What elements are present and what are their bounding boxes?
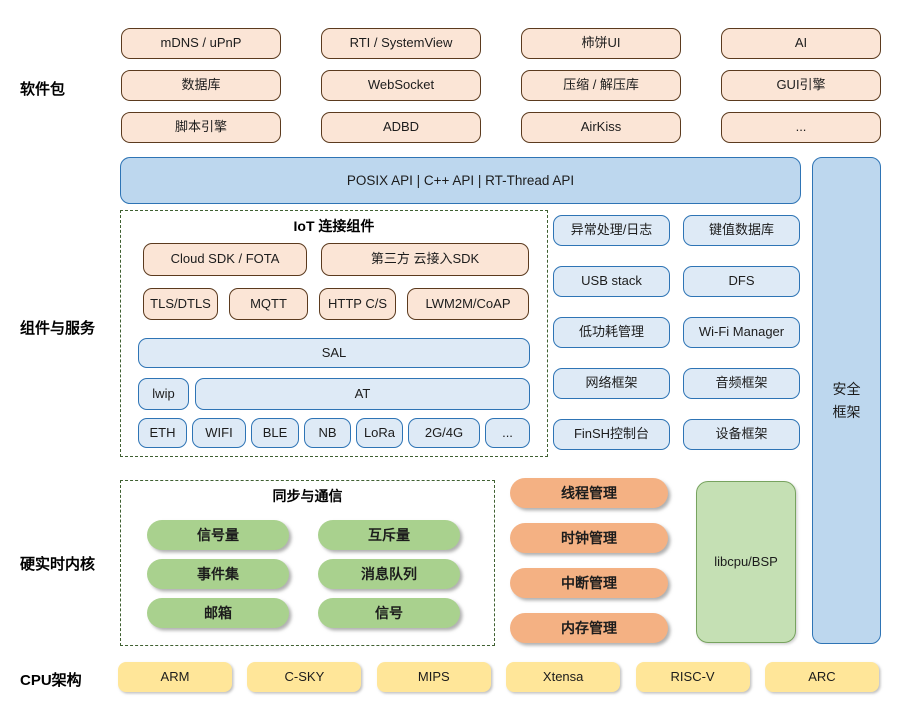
- box-event-set: 事件集: [147, 559, 289, 589]
- box-clock-mgmt: 时钟管理: [510, 523, 668, 553]
- box-finsh-console: FinSH控制台: [553, 419, 670, 450]
- box-semaphore: 信号量: [147, 520, 289, 550]
- box-lwm2m-coap: LWM2M/CoAP: [407, 288, 529, 320]
- sync-group-title: 同步与通信: [272, 488, 343, 504]
- box-mips: MIPS: [376, 662, 491, 692]
- box-2g4g: 2G/4G: [408, 418, 480, 448]
- box-audio-framework: 音频框架: [683, 368, 800, 399]
- box-script-engine: 脚本引擎: [121, 112, 281, 143]
- iot-row-sal: SAL: [138, 338, 530, 368]
- box-sal: SAL: [138, 338, 530, 368]
- box-kv-database: 键值数据库: [683, 215, 800, 246]
- box-wifi-manager: Wi-Fi Manager: [683, 317, 800, 348]
- box-nb: NB: [304, 418, 351, 448]
- software-packages-row: mDNS / uPnP RTI / SystemView 柿饼UI AI: [121, 28, 881, 59]
- box-mdns-upnp: mDNS / uPnP: [121, 28, 281, 59]
- box-ai: AI: [721, 28, 881, 59]
- box-csky: C-SKY: [247, 662, 362, 692]
- box-cloud-sdk-fota: Cloud SDK / FOTA: [143, 243, 307, 276]
- iot-row-protocols: TLS/DTLS MQTT HTTP C/S LWM2M/CoAP: [143, 288, 529, 320]
- box-more-packages: ...: [721, 112, 881, 143]
- box-websocket: WebSocket: [321, 70, 481, 101]
- cpu-arch-group: ARM C-SKY MIPS Xtensa RISC-V ARC: [118, 662, 879, 692]
- box-airkiss: AirKiss: [521, 112, 681, 143]
- software-packages-group: mDNS / uPnP RTI / SystemView 柿饼UI AI 数据库…: [121, 28, 881, 154]
- box-arc: ARC: [764, 662, 879, 692]
- iot-row-stacks: lwip AT: [138, 378, 530, 410]
- box-xtensa: Xtensa: [506, 662, 621, 692]
- box-gui-engine: GUI引擎: [721, 70, 881, 101]
- section-label-components-services: 组件与服务: [20, 320, 96, 337]
- box-third-party-sdk: 第三方 云接入SDK: [321, 243, 529, 276]
- box-more-links: ...: [485, 418, 530, 448]
- box-interrupt-mgmt: 中断管理: [510, 568, 668, 598]
- iot-connect-group: IoT 连接组件 Cloud SDK / FOTA 第三方 云接入SDK TLS…: [120, 210, 548, 457]
- box-mutex: 互斥量: [318, 520, 460, 550]
- sync-ipc-grid: 信号量 互斥量 事件集 消息队列 邮箱 信号: [147, 520, 460, 628]
- api-bar: POSIX API | C++ API | RT-Thread API: [120, 157, 801, 204]
- security-framework-bar: 安全 框架: [812, 157, 881, 644]
- box-memory-mgmt: 内存管理: [510, 613, 668, 643]
- services-group: 异常处理/日志 键值数据库 USB stack DFS 低功耗管理 Wi-Fi …: [553, 215, 800, 450]
- box-http-cs: HTTP C/S: [319, 288, 396, 320]
- box-adbd: ADBD: [321, 112, 481, 143]
- box-persimmon-ui: 柿饼UI: [521, 28, 681, 59]
- box-libcpu-bsp: libcpu/BSP: [696, 481, 796, 643]
- software-packages-row: 数据库 WebSocket 压缩 / 解压库 GUI引擎: [121, 70, 881, 101]
- section-label-software-packages: 软件包: [20, 81, 66, 98]
- box-database: 数据库: [121, 70, 281, 101]
- box-lwip: lwip: [138, 378, 189, 410]
- box-signal: 信号: [318, 598, 460, 628]
- sync-ipc-group: 同步与通信 信号量 互斥量 事件集 消息队列 邮箱 信号: [120, 480, 495, 646]
- box-wifi: WIFI: [192, 418, 246, 448]
- section-label-cpu-arch: CPU架构: [20, 672, 82, 689]
- box-arm: ARM: [118, 662, 232, 692]
- software-packages-row: 脚本引擎 ADBD AirKiss ...: [121, 112, 881, 143]
- box-usb-stack: USB stack: [553, 266, 670, 297]
- box-tls-dtls: TLS/DTLS: [143, 288, 218, 320]
- box-eth: ETH: [138, 418, 187, 448]
- iot-row-links: ETH WIFI BLE NB LoRa 2G/4G ...: [138, 418, 530, 448]
- box-at: AT: [195, 378, 530, 410]
- iot-group-title: IoT 连接组件: [293, 218, 375, 234]
- box-network-framework: 网络框架: [553, 368, 670, 399]
- section-label-kernel: 硬实时内核: [20, 556, 96, 573]
- box-riscv: RISC-V: [635, 662, 750, 692]
- box-lora: LoRa: [356, 418, 403, 448]
- box-compression: 压缩 / 解压库: [521, 70, 681, 101]
- box-rti-systemview: RTI / SystemView: [321, 28, 481, 59]
- box-ble: BLE: [251, 418, 299, 448]
- box-low-power-mgmt: 低功耗管理: [553, 317, 670, 348]
- kernel-managers-group: 线程管理 时钟管理 中断管理 内存管理: [510, 478, 668, 643]
- box-thread-mgmt: 线程管理: [510, 478, 668, 508]
- box-exception-log: 异常处理/日志: [553, 215, 670, 246]
- iot-row-sdk: Cloud SDK / FOTA 第三方 云接入SDK: [143, 243, 529, 276]
- box-dfs: DFS: [683, 266, 800, 297]
- box-mailbox: 邮箱: [147, 598, 289, 628]
- box-device-framework: 设备框架: [683, 419, 800, 450]
- box-message-queue: 消息队列: [318, 559, 460, 589]
- box-mqtt: MQTT: [229, 288, 308, 320]
